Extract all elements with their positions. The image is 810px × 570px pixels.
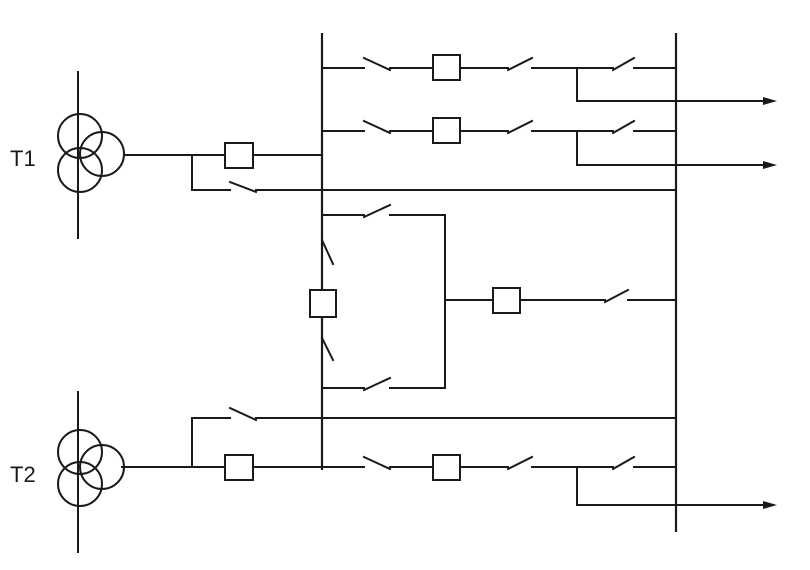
arrow-right-icon	[763, 97, 777, 105]
disconnect-switch-icon	[362, 119, 392, 135]
circuit-breaker-icon	[432, 117, 461, 144]
transformer-label-t2: T2	[10, 462, 36, 487]
circuit-breaker-icon	[432, 454, 461, 481]
feeder-row-2	[321, 117, 777, 169]
transformer-t1: T1	[10, 71, 125, 239]
arrow-right-icon	[763, 161, 777, 169]
disconnect-switch-icon	[362, 56, 392, 72]
disconnect-switch-icon	[228, 180, 258, 194]
circuit-breaker-icon	[224, 142, 254, 169]
disconnect-switch-icon	[362, 376, 392, 392]
t1-feeder	[123, 142, 677, 194]
transformer-icon	[57, 429, 125, 507]
disconnect-switch-icon	[611, 455, 636, 471]
circuit-breaker-icon	[224, 454, 254, 481]
circuit-breaker-icon	[432, 54, 461, 81]
disconnect-switch-icon	[611, 56, 636, 72]
disconnect-switch-icon	[603, 288, 630, 304]
feeder-row-1	[321, 54, 777, 105]
disconnect-switch-icon	[611, 119, 636, 135]
disconnect-switch-icon	[506, 119, 534, 135]
bus-coupler	[309, 203, 677, 392]
circuit-breaker-icon	[309, 289, 337, 318]
transformer-t2: T2	[10, 391, 125, 553]
disconnect-switch-icon	[228, 406, 258, 422]
transformer-icon	[57, 113, 125, 193]
disconnect-switch-icon	[362, 203, 392, 219]
disconnect-switch-icon	[506, 56, 534, 72]
circuit-breaker-icon	[492, 287, 521, 314]
disconnect-switch-icon	[506, 455, 534, 471]
t2-feeder	[121, 406, 677, 481]
feeder-row-3	[321, 454, 777, 509]
arrow-right-icon	[763, 501, 777, 509]
disconnect-switch-icon	[320, 238, 335, 266]
transformer-label-t1: T1	[10, 146, 36, 171]
disconnect-switch-icon	[320, 336, 335, 362]
disconnect-switch-icon	[362, 455, 392, 471]
